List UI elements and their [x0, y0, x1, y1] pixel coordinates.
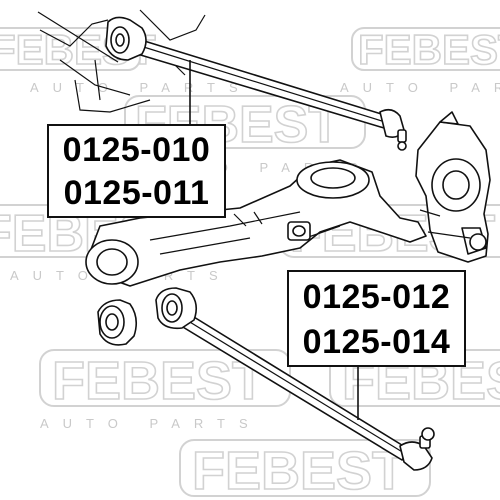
- watermark-sub-text: AUTO PARTS: [30, 80, 252, 95]
- trailing-arm-rear-lug: [287, 221, 311, 241]
- part-number-label: 0125-011: [63, 174, 210, 212]
- part-number-label: 0125-010: [62, 131, 211, 169]
- watermark-sub-text: AUTO PARTS: [340, 80, 500, 95]
- loose-bushing: [97, 299, 138, 346]
- watermark-top-right: FEBEST AUTO PARTS: [340, 25, 500, 95]
- trailing-arm: [85, 159, 427, 287]
- lower-rod-bushing-left: [155, 287, 198, 330]
- trailing-arm-front-bushing: [85, 239, 139, 285]
- watermark-brand-text: FEBEST: [52, 351, 265, 411]
- upper-control-rod: [105, 16, 407, 151]
- part-number-label: 0125-012: [302, 278, 451, 316]
- watermark-bottom: FEBEST: [179, 439, 431, 500]
- upper-rod-bushing-left: [105, 16, 147, 61]
- part-number-box-lower: 0125-012 0125-014: [287, 270, 466, 367]
- wheel-knuckle: [415, 111, 491, 263]
- part-number-box-upper: 0125-010 0125-011: [47, 124, 226, 218]
- watermark-brand-text: FEBEST: [358, 26, 500, 73]
- upper-rod-ball-joint-right: [379, 108, 407, 151]
- watermark-lower: FEBEST AUTO PARTS FEBEST: [39, 349, 500, 431]
- part-number-label: 0125-014: [302, 323, 451, 361]
- watermark-sub-text: AUTO PARTS: [40, 416, 262, 431]
- lower-control-rod: [155, 287, 435, 471]
- watermark-brand-text: FEBEST: [192, 441, 405, 500]
- lower-rod-ball-joint-right: [399, 427, 435, 471]
